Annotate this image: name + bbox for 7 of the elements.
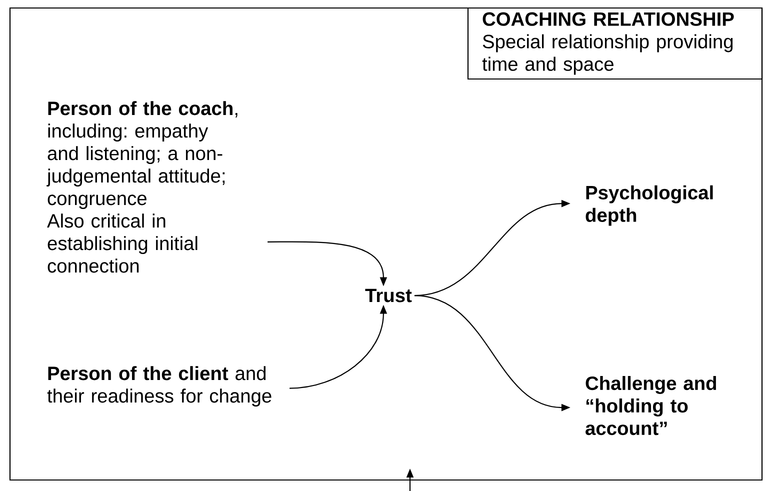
factor-text: Person of the client and their readiness for change <box>47 366 272 406</box>
outcome-text: Psychological depth <box>586 185 713 226</box>
heading-box: COACHING RELATIONSHIP Special relationship providing time and space <box>467 7 763 80</box>
hub-text: Trust <box>365 288 412 302</box>
frame-box <box>9 7 763 481</box>
outcome-text: Challenge and “holding to account” <box>586 376 716 436</box>
factor-text: Person of the coach, including: empathy and listening; a non-judgemental attitude; congruence Also critical in establishing initial connection <box>46 101 238 273</box>
